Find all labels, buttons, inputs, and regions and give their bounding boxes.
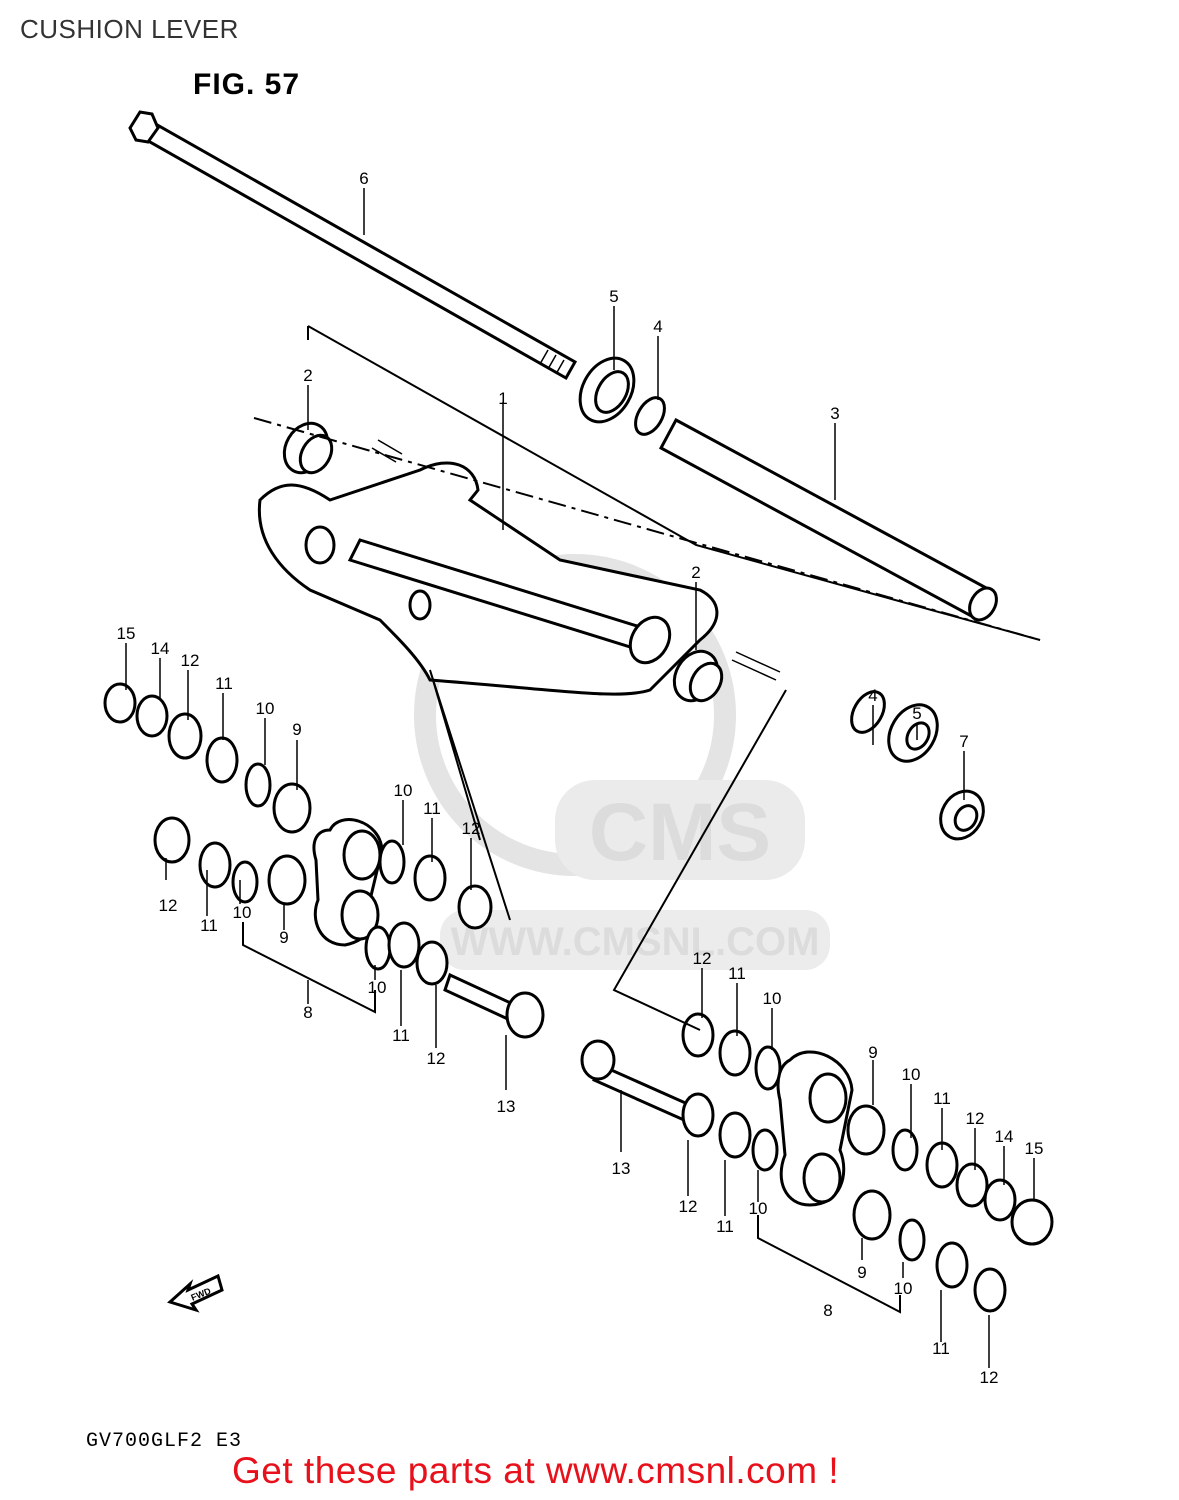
watermark-brand: CMS: [589, 787, 771, 878]
callout-11: 11: [392, 1026, 410, 1045]
callout-10: 10: [394, 781, 413, 800]
callout-10: 10: [763, 989, 782, 1008]
right-rod-parts: [580, 1012, 1054, 1313]
upper-washer: [634, 396, 666, 436]
callout-10: 10: [894, 1279, 913, 1298]
forward-arrow-icon: FWD: [167, 1273, 224, 1313]
callout-9: 9: [857, 1263, 866, 1282]
upper-seal: [578, 356, 636, 424]
callout-9: 9: [868, 1043, 877, 1062]
callout-14: 14: [995, 1127, 1014, 1146]
callout-14: 14: [151, 639, 170, 658]
callout-8: 8: [303, 1003, 312, 1022]
cushion-lever: [257, 439, 781, 696]
callout-2: 2: [303, 366, 312, 385]
left-rod-parts: [103, 682, 545, 1039]
callout-9: 9: [279, 928, 288, 947]
right-washer: [850, 690, 886, 734]
watermark: CMS WWW.CMSNL.COM: [414, 554, 830, 970]
callout-10: 10: [233, 903, 252, 922]
callout-12: 12: [679, 1197, 698, 1216]
callout-7: 7: [959, 732, 968, 751]
callout-4: 4: [868, 686, 877, 705]
callout-4: 4: [653, 317, 662, 336]
callout-5: 5: [912, 704, 921, 723]
callout-11: 11: [423, 799, 441, 818]
page-title: CUSHION LEVER: [20, 14, 239, 44]
callout-11: 11: [728, 964, 746, 983]
callout-10: 10: [368, 978, 387, 997]
callout-10: 10: [902, 1065, 921, 1084]
callout-11: 11: [200, 916, 218, 935]
pivot-bolt: [128, 110, 578, 381]
callout-3: 3: [830, 404, 839, 423]
callout-10: 10: [749, 1199, 768, 1218]
callout-12: 12: [693, 949, 712, 968]
model-code: GV700GLF2 E3: [86, 1430, 243, 1453]
callout-12: 12: [181, 651, 200, 670]
right-nut: [939, 789, 985, 841]
callout-6: 6: [359, 169, 368, 188]
guide-lines: [242, 325, 1041, 1314]
callout-12: 12: [980, 1368, 999, 1387]
callout-labels: 6 5 4 3 2 1 2 4 5 7 15 14 12 11 10 9 12 …: [117, 169, 1044, 1387]
callout-12: 12: [462, 819, 481, 838]
bearing-lower: [672, 649, 724, 703]
callout-10: 10: [256, 699, 275, 718]
callout-8: 8: [823, 1301, 832, 1320]
spacer-sleeve: [658, 417, 998, 622]
callout-12: 12: [427, 1049, 446, 1068]
callout-5: 5: [609, 287, 618, 306]
callout-15: 15: [117, 624, 136, 643]
callout-11: 11: [716, 1217, 734, 1236]
right-seal: [887, 703, 939, 763]
callout-11: 11: [215, 674, 233, 693]
callout-2: 2: [691, 563, 700, 582]
callout-13: 13: [612, 1159, 631, 1178]
bearing-upper: [282, 421, 334, 475]
callout-1: 1: [498, 389, 507, 408]
callout-13: 13: [497, 1097, 516, 1116]
callout-11: 11: [932, 1339, 950, 1358]
callout-11: 11: [933, 1089, 951, 1108]
cta-banner[interactable]: Get these parts at www.cmsnl.com !: [232, 1450, 840, 1491]
callout-9: 9: [292, 720, 301, 739]
callout-15: 15: [1025, 1139, 1044, 1158]
figure-label: FIG. 57: [193, 68, 301, 101]
callout-12: 12: [966, 1109, 985, 1128]
watermark-url: WWW.CMSNL.COM: [451, 920, 820, 964]
leader-lines: [125, 188, 1035, 1368]
callout-12: 12: [159, 896, 178, 915]
